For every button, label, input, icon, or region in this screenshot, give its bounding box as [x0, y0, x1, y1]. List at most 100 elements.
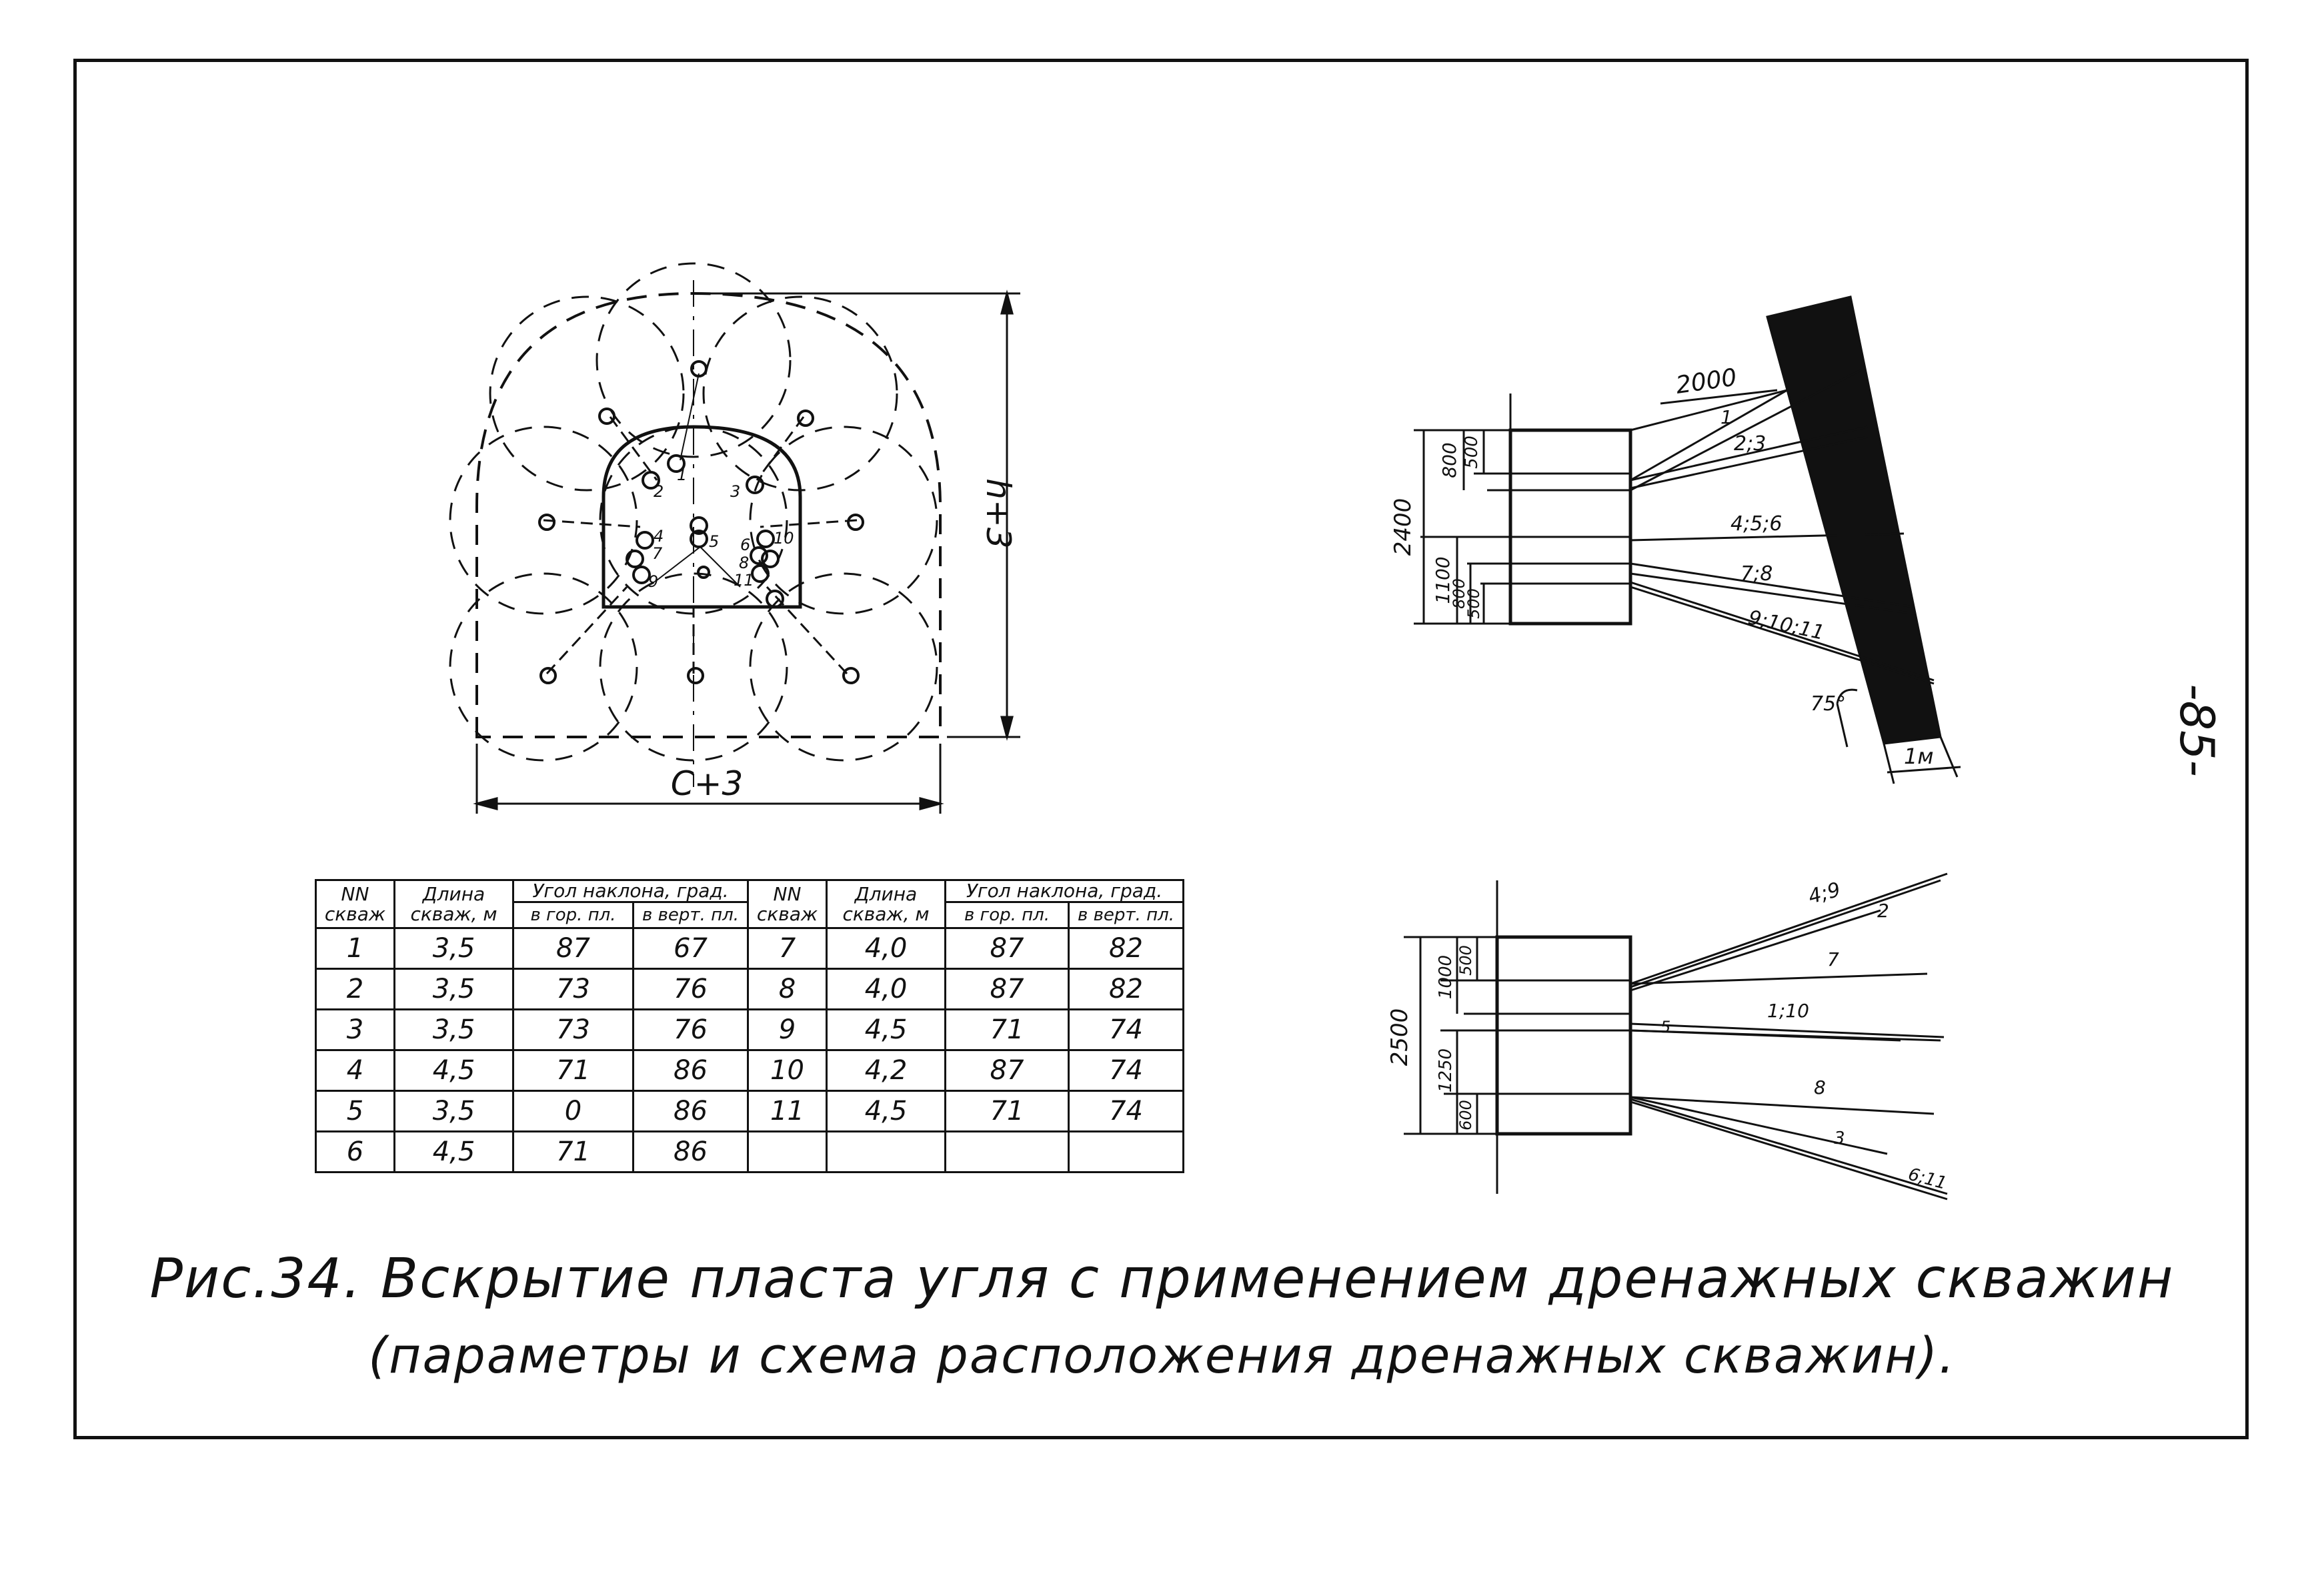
table-cell — [747, 1130, 828, 1173]
subheader-vert: в верт. пл. — [632, 901, 749, 929]
header-num-2: NN скваж — [747, 879, 828, 929]
table-cell: 8 — [747, 968, 828, 1010]
table-cell: 3,5 — [393, 1090, 514, 1132]
hole-label-7: 7 — [652, 544, 663, 563]
dim-1000: 1000 — [1436, 955, 1456, 999]
header-num: NN скваж — [315, 879, 395, 929]
table-row: 5 3,5 0 86 11 4,5 71 74 — [315, 1090, 1184, 1132]
tunnel-outline — [602, 425, 802, 609]
table-cell: 74 — [1068, 1008, 1184, 1051]
hole-group-1: 1 — [1720, 406, 1732, 428]
dim-800: 800 — [1438, 442, 1460, 478]
table-row: 4 4,5 71 86 10 4,2 87 74 — [315, 1049, 1184, 1092]
table-cell: 74 — [1068, 1049, 1184, 1092]
figure-caption-line2: (параметры и схема расположения дренажны… — [368, 1327, 1956, 1385]
page-number: -85- — [2169, 684, 2224, 777]
dim-2500: 2500 — [1386, 1008, 1413, 1066]
table-cell: 4,0 — [826, 968, 946, 1010]
drill-holes — [538, 360, 864, 684]
hole-label-5: 5 — [709, 532, 719, 551]
hole-group-7-8: 7;8 — [1740, 562, 1773, 586]
table-cell — [826, 1130, 946, 1173]
hole-labels: 1 2 3 4 5 6 7 8 9 10 11 — [648, 466, 794, 591]
table-cell: 87 — [944, 1049, 1070, 1092]
table-row: 2 3,5 73 76 8 4,0 87 82 — [315, 968, 1184, 1010]
bottom-hole-5: 5 — [1660, 1018, 1670, 1036]
table-cell: 86 — [632, 1130, 749, 1173]
table-cell: 4,5 — [393, 1130, 514, 1173]
bottom-hole-1-10: 1;10 — [1767, 1000, 1809, 1022]
dim-500-a: 500 — [1462, 436, 1482, 469]
table-cell: 73 — [512, 968, 634, 1010]
table-cell: 71 — [944, 1090, 1070, 1132]
table-cell — [1068, 1130, 1184, 1173]
hole-group-4-5-6: 4;5;6 — [1730, 512, 1782, 536]
table-cell: 87 — [512, 927, 634, 970]
hole-group-2-3: 2;3 — [1734, 432, 1766, 456]
side-view-top — [1414, 295, 1961, 784]
hole-label-9: 9 — [648, 572, 658, 591]
dim-500-b: 500 — [1464, 588, 1483, 619]
table-cell: 67 — [632, 927, 749, 970]
table-cell: 3,5 — [393, 968, 514, 1010]
seam-angle: 75° — [1811, 692, 1846, 716]
header-angle-2: Угол наклона, град. — [944, 879, 1184, 903]
header-length: Длина скваж, м — [393, 879, 514, 929]
bottom-hole-4-9: 4;9 — [1806, 878, 1843, 908]
dim-1250: 1250 — [1436, 1048, 1456, 1092]
dim-2400: 2400 — [1390, 498, 1416, 556]
table-cell: 7 — [747, 927, 828, 970]
dim-800-b: 800 — [1450, 578, 1468, 609]
table-cell: 4,0 — [826, 927, 946, 970]
subheader-vert-2: в верт. пл. — [1068, 901, 1184, 929]
table-cell: 11 — [747, 1090, 828, 1132]
height-dimension — [697, 289, 1020, 741]
table-cell: 87 — [944, 968, 1070, 1010]
hole-label-3: 3 — [730, 482, 740, 501]
table-cell: 0 — [512, 1090, 634, 1132]
seam-thickness: 1м — [1904, 744, 1934, 769]
width-dimension — [473, 744, 944, 814]
table-cell — [944, 1130, 1070, 1173]
side-bottom-dimensions — [1404, 936, 1630, 1135]
table-cell: 82 — [1068, 927, 1184, 970]
table-cell: 3,5 — [393, 927, 514, 970]
height-label: h+3 — [979, 478, 1018, 548]
table-cell: 6 — [315, 1130, 395, 1173]
drill-lines — [1630, 369, 1935, 685]
table-cell: 4 — [315, 1049, 395, 1092]
table-cell: 71 — [512, 1130, 634, 1173]
table-cell: 86 — [632, 1049, 749, 1092]
table-cell: 4,5 — [826, 1090, 946, 1132]
hole-label-4: 4 — [654, 527, 664, 546]
hole-label-6: 6 — [740, 536, 750, 554]
table-cell: 4,2 — [826, 1049, 946, 1092]
figure-caption-line1: Рис.34. Вскрытие пласта угля с применени… — [149, 1247, 2175, 1311]
hole-label-1: 1 — [677, 466, 687, 484]
side-view-bottom — [1404, 872, 1948, 1201]
width-label: C+3 — [671, 764, 744, 803]
bottom-hole-2: 2 — [1877, 900, 1889, 922]
table-cell: 74 — [1068, 1090, 1184, 1132]
table-cell: 5 — [315, 1090, 395, 1132]
cross-section — [449, 262, 1020, 814]
side-bottom-labels: 2500 1000 500 1250 600 4;9 2 7 1;10 5 8 … — [1386, 878, 1949, 1193]
hole-label-11: 11 — [734, 571, 754, 590]
bottom-hole-8: 8 — [1814, 1076, 1826, 1098]
table-cell: 9 — [747, 1008, 828, 1051]
table-cell: 3,5 — [393, 1008, 514, 1051]
table-cell: 82 — [1068, 968, 1184, 1010]
hole-label-10: 10 — [774, 529, 794, 548]
table-cell: 4,5 — [826, 1008, 946, 1051]
table-cell: 76 — [632, 1008, 749, 1051]
table-cell: 4,5 — [393, 1049, 514, 1092]
table-cell: 76 — [632, 968, 749, 1010]
header-angle: Угол наклона, град. — [512, 879, 749, 903]
table-cell: 71 — [944, 1008, 1070, 1051]
table-cell: 86 — [632, 1090, 749, 1132]
dim-600: 600 — [1456, 1100, 1475, 1130]
table-row: 3 3,5 73 76 9 4,5 71 74 — [315, 1008, 1184, 1051]
table-row: 6 4,5 71 86 — [315, 1130, 1184, 1173]
